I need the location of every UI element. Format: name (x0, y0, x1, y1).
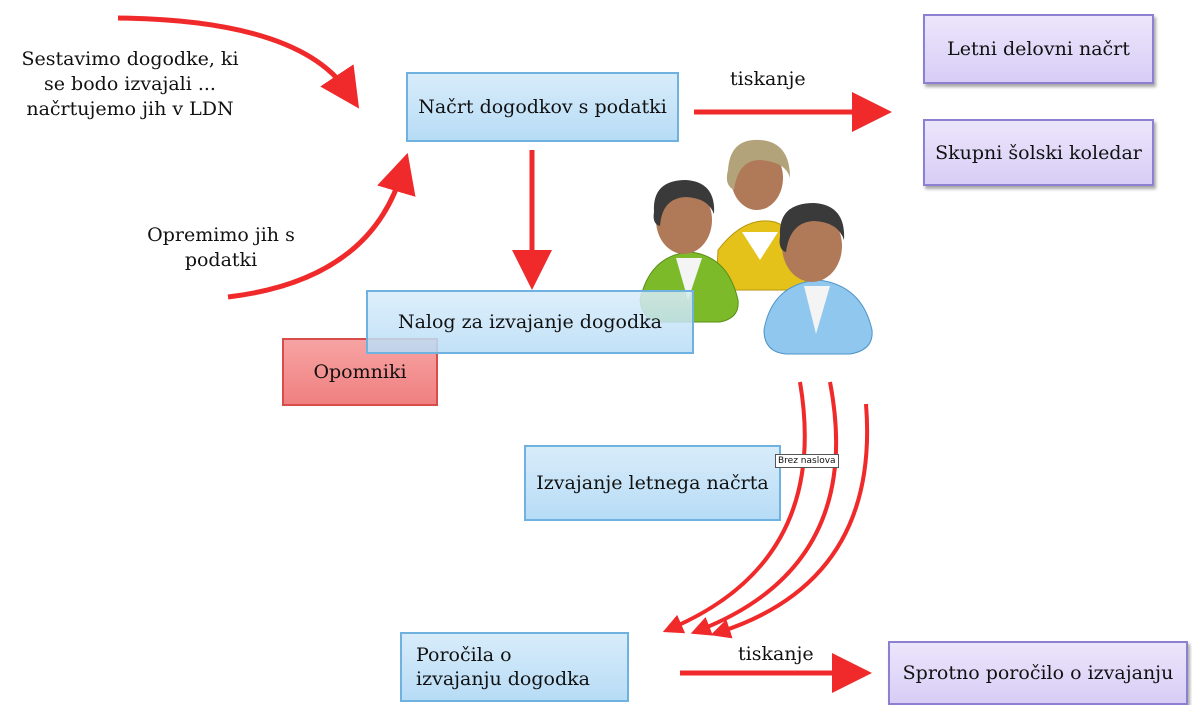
box-nacrt-dogodkov-label: Načrt dogodkov s podatki (418, 96, 667, 118)
box-porocila-text: Poročila o izvajanju dogodka (416, 643, 590, 691)
arrow-sestavimo (117, 15, 360, 109)
box-skupni-label: Skupni šolski koledar (935, 141, 1142, 164)
note-opremimo-line1: Opremimo jih s (147, 224, 295, 246)
arrow-curve-1 (662, 381, 807, 634)
note-opremimo-line2: podatki (184, 249, 258, 271)
arrow-curve-3 (710, 403, 870, 639)
note-sestavimo-line3: načrtujemo jih v LDN (26, 98, 234, 120)
box-opomniki-label: Opomniki (313, 361, 407, 383)
note-opremimo: Opremimo jih s podatki (128, 223, 314, 273)
box-sprotno-label: Sprotno poročilo o izvajanju (902, 662, 1174, 684)
box-letni-delovni-nacrt[interactable]: Letni delovni načrt (923, 14, 1154, 84)
box-sprotno-porocilo[interactable]: Sprotno poročilo o izvajanju (888, 641, 1188, 705)
box-skupni-solski-koledar[interactable]: Skupni šolski koledar (923, 119, 1154, 186)
note-sestavimo-line2: se bodo izvajali ... (44, 73, 216, 95)
box-porocila[interactable]: Poročila o izvajanju dogodka (400, 632, 629, 702)
people-group-icon (639, 139, 873, 355)
box-letni-label: Letni delovni načrt (947, 38, 1130, 60)
arrow-curve-2 (690, 381, 839, 636)
note-sestavimo: Sestavimo dogodke, ki se bodo izvajali .… (10, 47, 250, 122)
box-opomniki[interactable]: Opomniki (282, 338, 438, 406)
note-sestavimo-line1: Sestavimo dogodke, ki (21, 48, 239, 70)
box-porocila-line1: Poročila o (416, 644, 512, 666)
box-izvajanje-label: Izvajanje letnega načrta (536, 472, 769, 494)
box-porocila-line2: izvajanju dogodka (416, 668, 590, 690)
brez-naslova-tag: Brez naslova (775, 454, 839, 468)
box-izvajanje[interactable]: Izvajanje letnega načrta (524, 445, 781, 521)
box-nalog-label: Nalog za izvajanje dogodka (397, 311, 663, 333)
box-nalog[interactable]: Nalog za izvajanje dogodka (366, 290, 694, 354)
label-tiskanje-bottom: tiskanje (738, 643, 814, 665)
box-nacrt-dogodkov[interactable]: Načrt dogodkov s podatki (406, 72, 679, 142)
label-tiskanje-top: tiskanje (730, 68, 806, 90)
arrow-opremimo (227, 152, 416, 300)
